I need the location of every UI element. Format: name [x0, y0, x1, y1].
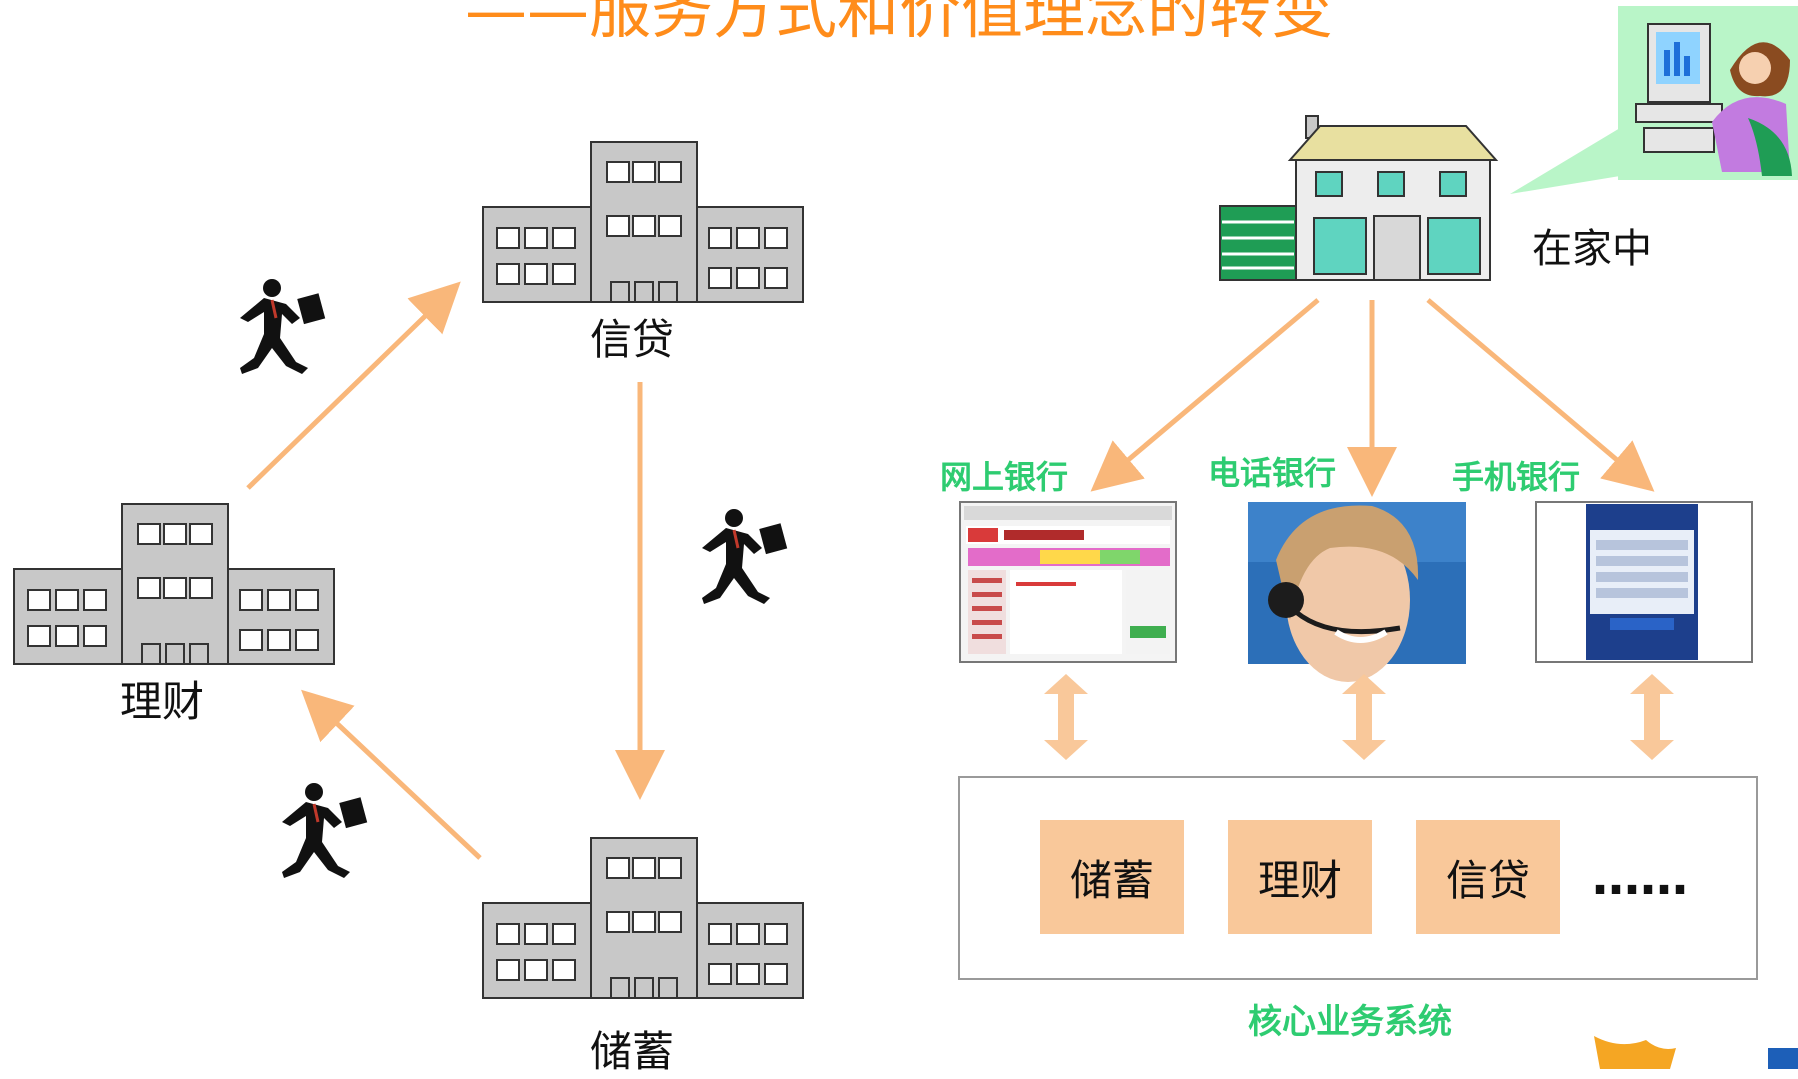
bidirectional-arrow-icon: [1342, 674, 1386, 760]
home-house-icon: [1219, 115, 1499, 281]
wealth-branch-label: 理财: [120, 677, 205, 726]
bidirectional-arrow-icon: [1630, 674, 1674, 760]
arrow-home-to-mobile-banking: [1426, 298, 1655, 492]
running-customer-icon: [280, 781, 369, 880]
mobile-banking-label: 手机银行: [1452, 458, 1581, 496]
online-banking-label: 网上银行: [940, 458, 1069, 496]
page-title: ——服务方式和价值理念的转变: [464, 0, 1333, 47]
home-user-at-computer-icon: [1510, 6, 1798, 194]
arrow-wealth-to-credit: [246, 281, 461, 490]
core-module-wealth: 理财: [1228, 820, 1372, 934]
mobile-banking-screenshot: [1535, 501, 1753, 663]
corner-logo-mark: [1768, 1048, 1798, 1069]
logo-fragment-icon: [1594, 1036, 1676, 1069]
phone-banking-label: 电话银行: [1208, 454, 1337, 492]
credit-branch-building: [482, 141, 804, 303]
core-system-label: 核心业务系统: [1248, 1002, 1452, 1042]
running-customer-icon: [238, 277, 327, 376]
arrow-savings-to-wealth: [301, 689, 482, 860]
savings-branch-label: 储蓄: [590, 1027, 675, 1076]
arrow-home-to-online-banking: [1090, 298, 1320, 492]
wealth-branch-building: [13, 503, 335, 665]
online-banking-screenshot: [959, 501, 1177, 663]
credit-branch-label: 信贷: [590, 315, 675, 364]
core-module-savings: 储蓄: [1040, 820, 1184, 934]
bidirectional-arrow-icon: [1044, 674, 1088, 760]
core-module-credit: 信贷: [1416, 820, 1560, 934]
home-label: 在家中: [1532, 226, 1652, 272]
phone-banking-operator-photo: [1248, 502, 1466, 682]
core-module-more: ……: [1592, 850, 1688, 906]
running-customer-icon: [700, 507, 789, 606]
savings-branch-building: [482, 837, 804, 999]
